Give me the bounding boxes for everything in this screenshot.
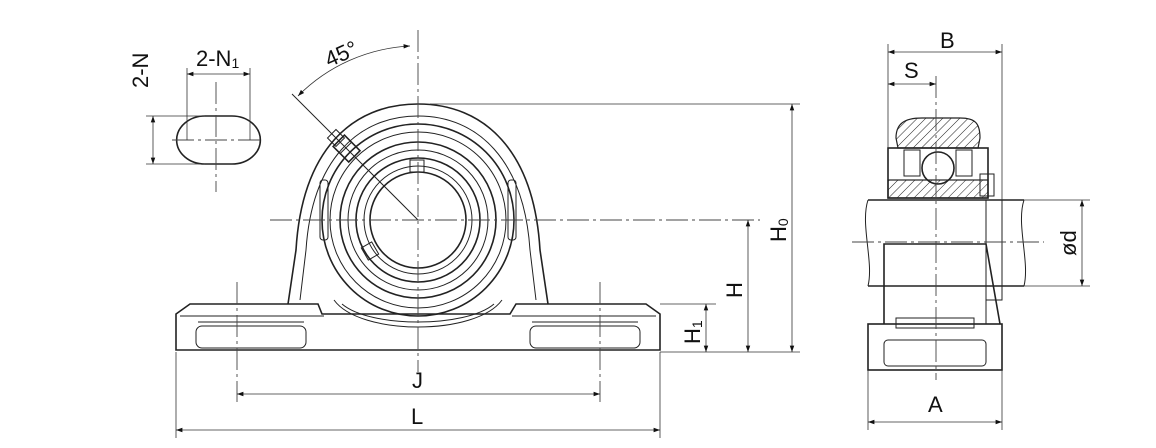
front-view: 45° J L H1 H H0 (175, 30, 800, 438)
label-slot-count: 2-N (128, 53, 153, 88)
label-H: H (722, 282, 747, 298)
label-L: L (411, 404, 423, 429)
label-S: S (904, 58, 919, 83)
label-H1: H1 (680, 320, 705, 344)
label-A: A (928, 392, 943, 417)
label-angle: 45° (321, 36, 362, 72)
side-view: B S A ød (852, 28, 1090, 430)
label-d: ød (1056, 230, 1081, 256)
label-J: J (412, 368, 423, 393)
slot-detail: 2-N 2-N1 (128, 46, 262, 192)
label-H0: H0 (766, 218, 791, 242)
label-slot-width: 2-N1 (196, 46, 239, 71)
label-B: B (940, 28, 955, 53)
